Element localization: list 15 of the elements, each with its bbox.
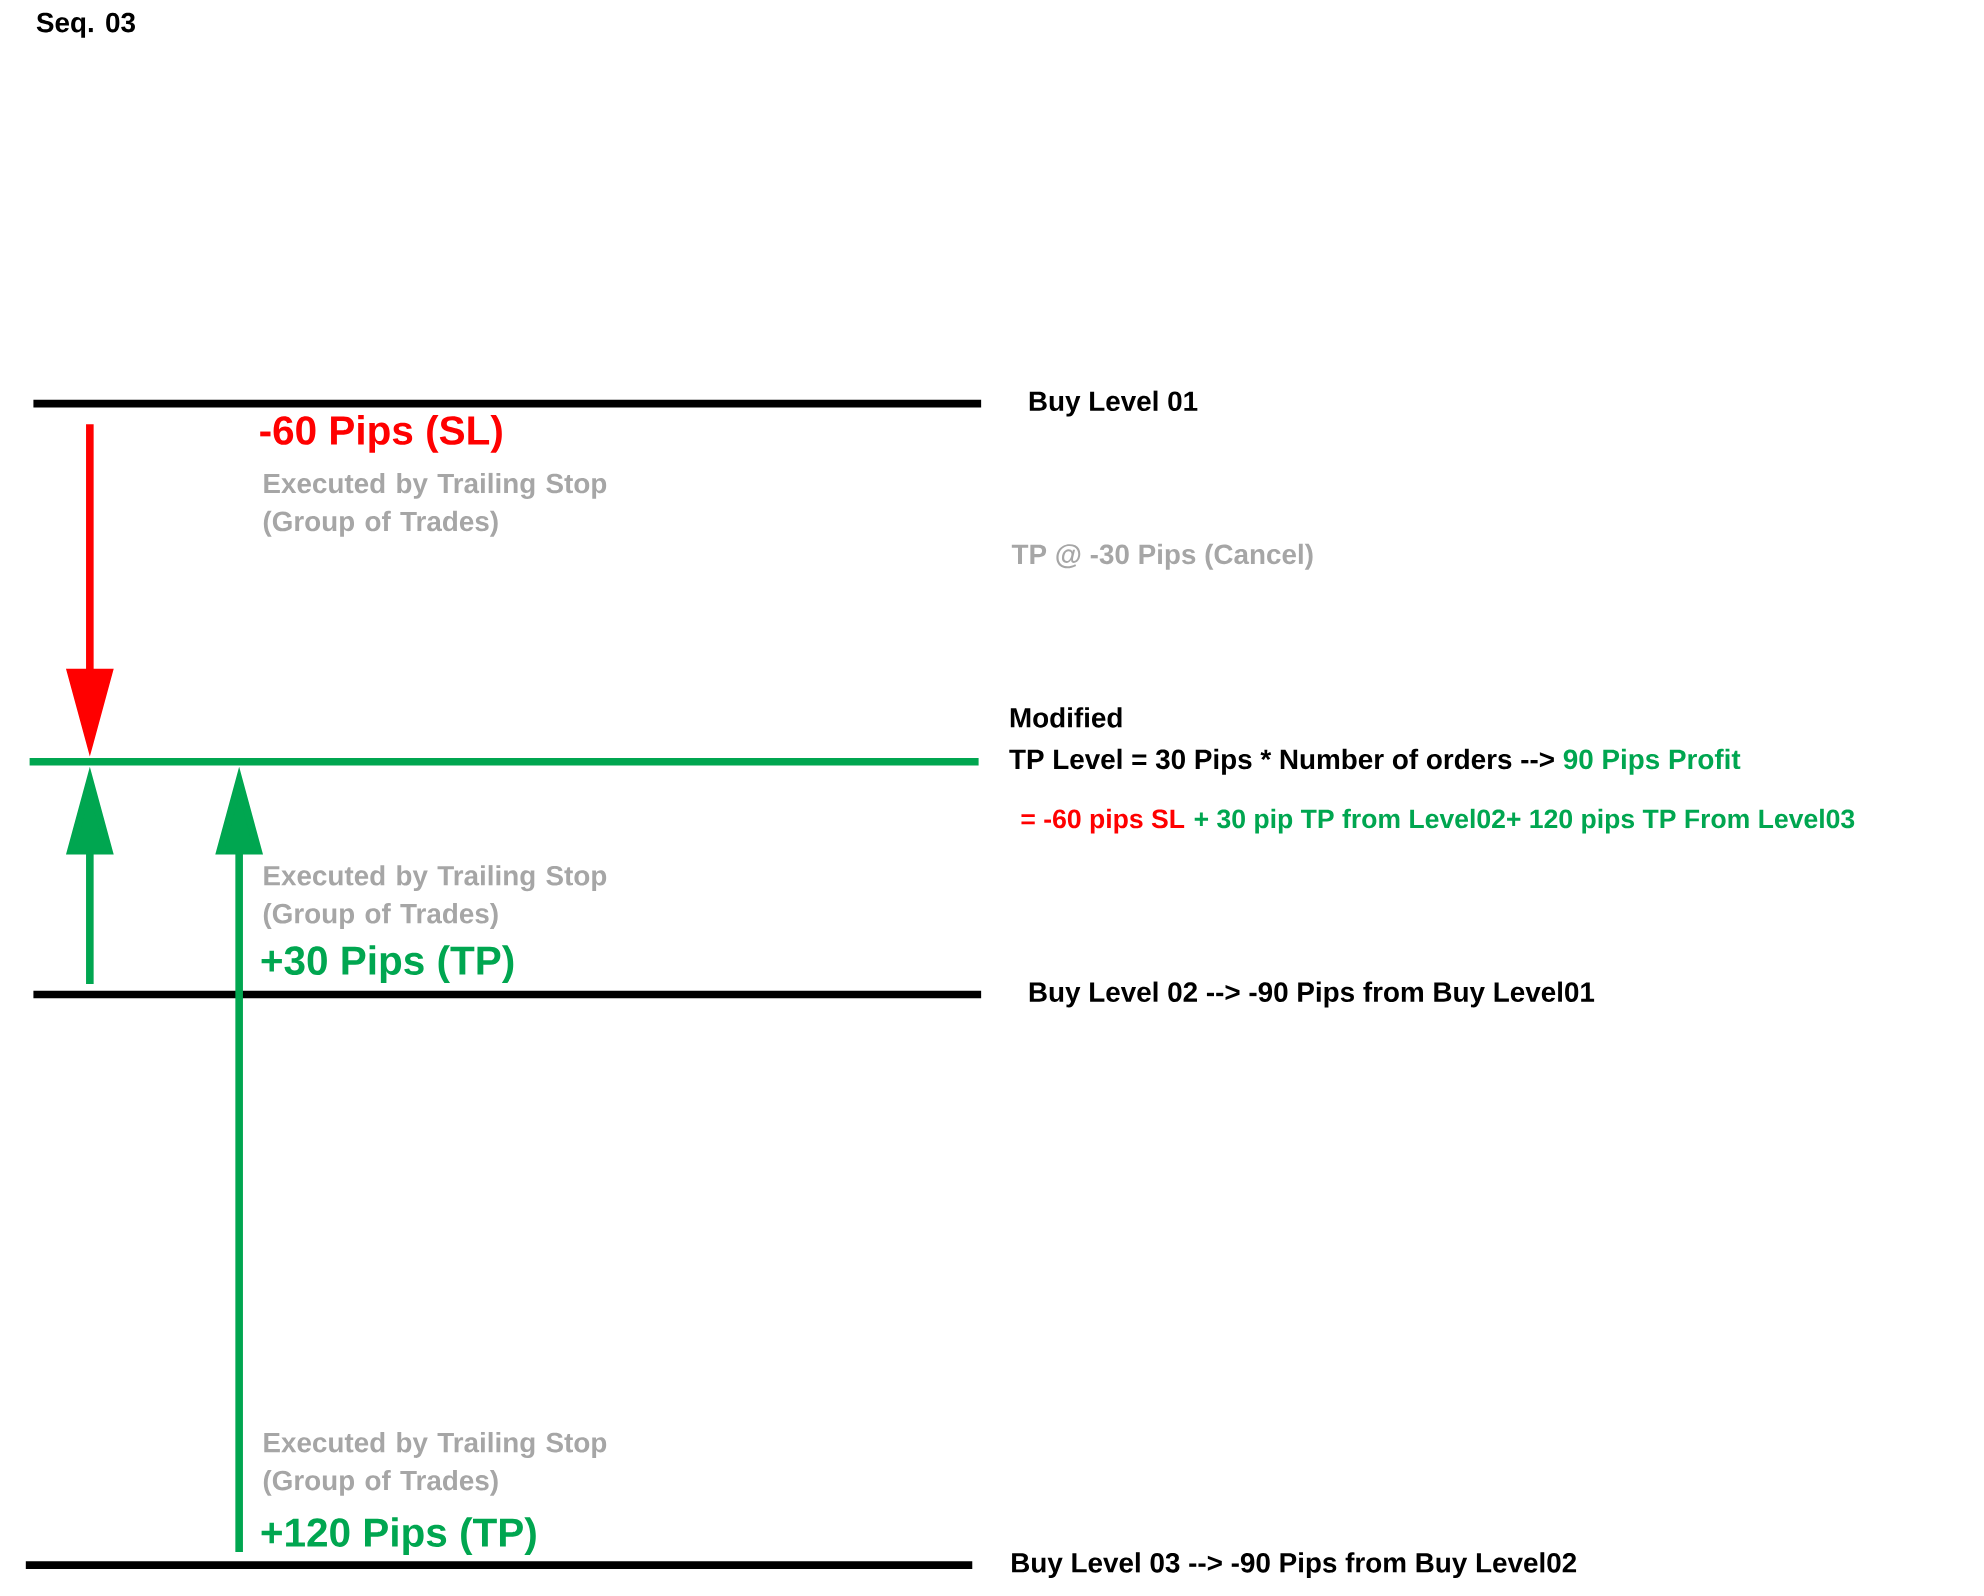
level-label: Buy Level 02 --> -90 Pips from Buy Level01	[1029, 981, 1595, 1008]
note-text: Executed by Trailing Stop (Group of Trades)	[263, 865, 607, 930]
edge-label: -60 Pips (SL)	[260, 415, 502, 454]
level-label: Buy Level 03 --> -90 Pips from Buy Level02	[1012, 1552, 1577, 1579]
note-text: = -60 pips SL	[1021, 809, 1185, 834]
note-text: Executed by Trailing Stop (Group of Trades)	[263, 473, 607, 537]
note-text: TP @ -30 Pips (Cancel)	[1011, 544, 1313, 570]
note-text: + 30 pip TP from Level02+ 120 pips TP From Level03	[1194, 809, 1855, 834]
level-label: Buy Level 01	[1029, 390, 1198, 417]
level-label: TP Level = 30 Pips * Number of orders --> 90 Pips Profit	[1009, 748, 1741, 775]
title: Seq. 03	[36, 12, 135, 39]
edge-label: +120 Pips (TP)	[261, 1517, 536, 1556]
heading: Modified	[1010, 707, 1122, 728]
amount-label: +30 Pips (TP)	[261, 945, 514, 984]
note-text: Executed by Trailing Stop (Group of Trades)	[263, 1432, 607, 1497]
